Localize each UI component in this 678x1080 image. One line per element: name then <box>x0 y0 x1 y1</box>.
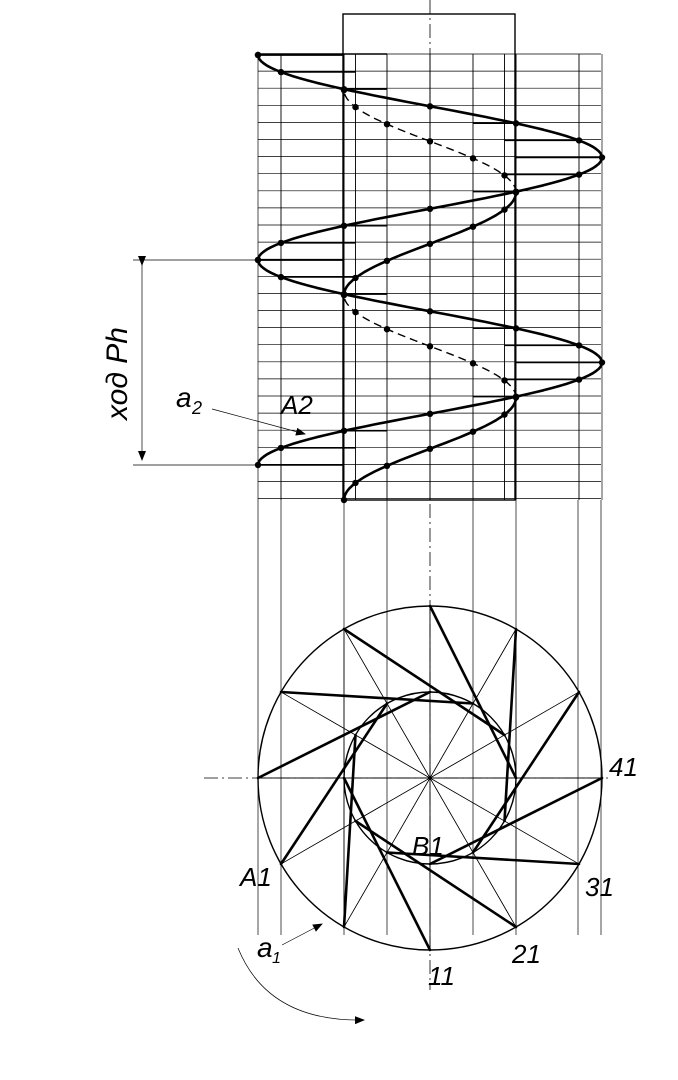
a2-subscript: 2 <box>191 398 202 418</box>
helix-point <box>501 377 508 384</box>
helix-point <box>575 137 583 144</box>
rotation-arrow <box>237 947 365 1025</box>
helix-point <box>352 274 359 282</box>
tangent-segment <box>385 851 581 866</box>
helix-point <box>352 308 359 316</box>
A2-label: A2 <box>279 390 313 420</box>
helix-point <box>426 240 434 247</box>
tangent-segment <box>342 776 432 952</box>
helix-point <box>501 172 508 179</box>
B1-label: B1 <box>412 831 444 861</box>
helix-point <box>352 103 359 111</box>
helix-point <box>340 427 348 434</box>
A1-label: A1 <box>238 862 272 892</box>
helix-point <box>277 273 285 281</box>
helix-point <box>426 103 434 110</box>
a2-label: a <box>176 382 192 413</box>
helix-points <box>254 51 606 504</box>
helix-point <box>575 171 583 178</box>
tangent-segment <box>342 627 506 737</box>
radial-line <box>280 691 580 865</box>
helix-point <box>501 206 508 213</box>
a2-callout: a 2 A2 <box>176 382 313 436</box>
point-4-label: 41 <box>609 752 638 782</box>
helix-point <box>383 257 391 264</box>
helix-point <box>426 343 434 350</box>
helix-point <box>383 121 391 128</box>
tangent-segment <box>279 690 475 705</box>
helix-point <box>512 189 520 196</box>
helix-point <box>598 359 606 366</box>
helix-point <box>383 326 391 333</box>
a1-subscript: 1 <box>272 950 281 967</box>
helix-point <box>277 444 285 452</box>
tangent-segment <box>354 819 518 929</box>
tangent-segments <box>256 604 604 952</box>
helix-point <box>469 155 477 162</box>
tangent-segment <box>503 627 518 823</box>
helix-point <box>512 394 520 401</box>
lead-dimension: ход Ph <box>101 256 258 466</box>
a1-label: a <box>257 932 273 963</box>
helix-point <box>469 360 477 367</box>
tangent-segment <box>428 604 518 780</box>
helix-point <box>426 410 434 417</box>
division-radials <box>258 606 602 950</box>
helix-point <box>469 223 477 230</box>
helix-point <box>512 325 520 332</box>
helix-point <box>426 445 434 452</box>
point-1-label: 11 <box>428 961 455 991</box>
helix-point <box>598 154 606 161</box>
tangent-segment <box>471 690 581 854</box>
top-view-labels: 41 31 21 11 B1 A1 a 1 <box>237 752 638 1025</box>
helix-point <box>254 51 262 59</box>
helix-point <box>575 376 583 383</box>
front-view <box>254 0 606 990</box>
helix-point <box>501 411 508 418</box>
helix-point <box>352 479 359 487</box>
helix-point <box>512 120 520 127</box>
helix-point <box>469 428 477 435</box>
helix-point <box>340 222 348 229</box>
helix-point <box>340 496 348 504</box>
helix-point <box>277 68 285 76</box>
construction-grid <box>257 53 603 935</box>
helix-hatching <box>258 54 602 466</box>
helix-point <box>575 342 583 349</box>
helix-point <box>383 462 391 469</box>
a1-callout-line <box>281 923 323 946</box>
point-3-label: 31 <box>585 872 614 902</box>
helix-point <box>340 86 348 94</box>
helix-point <box>426 138 434 145</box>
tangent-segment <box>428 776 604 866</box>
tangent-segment <box>256 690 432 780</box>
core-cylinder-outline <box>342 13 516 501</box>
point-2-label: 21 <box>511 939 541 969</box>
helix-point <box>340 291 348 299</box>
top-view <box>204 604 610 952</box>
helix-point <box>277 239 285 247</box>
tangent-segment <box>342 733 357 929</box>
helix-point <box>426 308 434 315</box>
lead-label: ход Ph <box>101 327 134 422</box>
helix-point <box>426 205 434 212</box>
tangent-segment <box>279 702 389 866</box>
